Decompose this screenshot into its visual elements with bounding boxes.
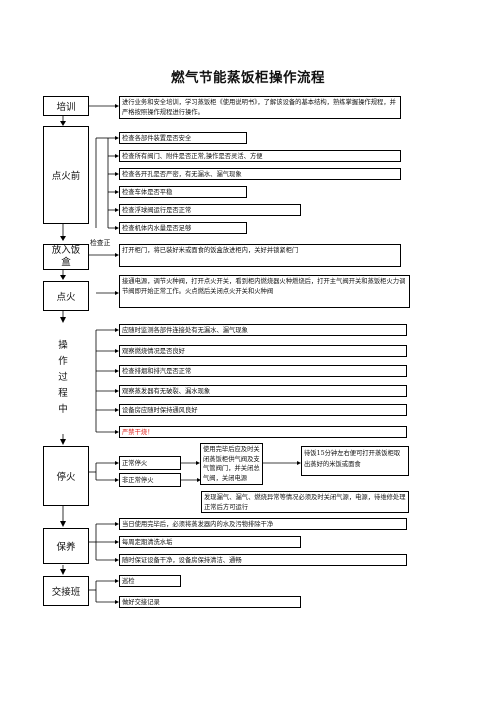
operation-warning: 严禁干烧！ (119, 426, 407, 438)
stage-operation-char: 中 (58, 404, 68, 415)
page-title: 燃气节能蒸饭柜操作流程 (171, 70, 325, 86)
operation-step: 应随时监测各部件连接处有无漏水、漏气现象 (119, 324, 407, 336)
check-label: 检查正 (90, 239, 111, 247)
stage-operation-char: 过 (58, 372, 68, 383)
pre-check-item: 检查各部件装置是否安全 (119, 132, 247, 144)
stage-shutdown: 停火 (43, 446, 89, 506)
operation-step: 检查排烟和排汽是否正常 (119, 365, 407, 377)
ignition-step: 接通电源，调节火种阀，打开点火开关，看到柜内燃烧器火种燃烧后，打开主气阀开关和蒸… (119, 275, 410, 308)
operation-step: 观察燃烧情况是否良好 (119, 345, 407, 357)
stage-operation-char: 程 (58, 388, 68, 399)
maintenance-step: 随时保证设备干净，设备房保持清洁、通畅 (119, 554, 407, 566)
shutdown-after-step: 待饭15分钟左右便可打开蒸饭柜取出蒸好的米饭或面食 (301, 446, 409, 476)
pre-check-item: 检查所有阀门、附件是否正常,操作是否灵活、方便 (119, 150, 401, 162)
maintenance-step: 当日使用完毕后，必须将蒸发器内的水及污物排除干净 (119, 518, 407, 530)
maintenance-step: 每周定期清洗水垢 (119, 536, 301, 548)
loading-step: 打开柜门，将已装好米或面食的饭盒放进柜内，关好并锁紧柜门 (119, 244, 401, 267)
stage-handover: 交接班 (43, 576, 89, 606)
shutdown-normal-label: 正常停火 (119, 456, 181, 470)
stage-training: 培训 (43, 96, 89, 116)
stage-operation-char: 作 (58, 356, 68, 367)
operation-step: 设备房应随时保持通风良好 (119, 404, 407, 416)
operation-step: 观察蒸发器有无破裂、漏水现象 (119, 385, 407, 397)
training-step: 进行业务和安全培训，学习蒸饭柜《使用说明书》，了解该设备的基本结构，熟练掌握操作… (119, 96, 401, 119)
stage-pre-ignition: 点火前 (43, 126, 89, 224)
handover-step: 巡检 (119, 575, 181, 587)
shutdown-normal-step: 使用完毕后应及时关闭蒸饭柜供气阀及支气管阀门，并关闭总气阀，关闭电源 (200, 443, 263, 485)
pre-check-item: 检查车体是否平稳 (119, 186, 247, 198)
pre-check-item: 检查机体内水量是否足够 (119, 222, 247, 234)
stage-operation-char: 操 (58, 340, 68, 351)
shutdown-abnormal-label: 非正常停火 (119, 473, 181, 487)
pre-check-item: 检查各开孔是否严密，有无漏水、漏气现象 (119, 168, 401, 180)
stage-operation: 操 作 过 程 中 (55, 338, 71, 418)
stage-maintenance: 保养 (43, 528, 89, 564)
stage-loading: 放入饭盒 (43, 244, 89, 270)
handover-step: 做好交接记录 (119, 596, 301, 608)
pre-check-item: 检查浮球阀运行是否正常 (119, 204, 301, 216)
stage-ignition: 点火 (43, 281, 89, 311)
shutdown-abnormal-step: 发现漏气、漏气、燃烧异常等情况必须及时关闭气源，电源，待维修处理正常后方可运行 (201, 491, 409, 513)
